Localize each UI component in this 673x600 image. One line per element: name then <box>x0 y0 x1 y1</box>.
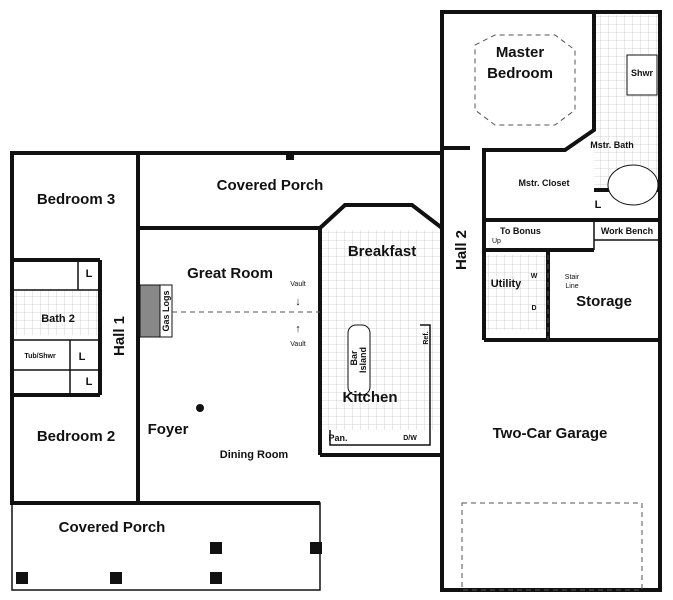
vault-arrow-up-icon: ↑ <box>295 323 301 335</box>
utility-tile-floor <box>486 255 546 330</box>
bar-label: Bar <box>349 350 359 366</box>
work-bench-label: Work Bench <box>601 226 653 236</box>
stairs-up-label: Up <box>492 238 501 245</box>
covered-porch-bottom-label: Covered Porch <box>59 519 166 536</box>
shower-label: Shwr <box>631 68 654 78</box>
island-label: Island <box>358 347 368 373</box>
tub-shower-label: Tub/Shwr <box>24 353 56 360</box>
shower <box>626 54 658 96</box>
linen-label-2: L <box>79 351 86 363</box>
breakfast-label: Breakfast <box>348 243 416 260</box>
washer-label: W <box>531 273 538 280</box>
kitchen-tile-floor <box>322 230 442 430</box>
bath2-tile-floor <box>14 290 98 335</box>
stair-line-label-1: Stair <box>565 274 580 281</box>
vault-label-bottom: Vault <box>290 341 305 348</box>
refrigerator-label: Ref. <box>423 331 430 344</box>
covered-porch-top-label: Covered Porch <box>217 177 324 194</box>
bedroom2-label: Bedroom 2 <box>37 428 115 445</box>
pantry-label: Pan. <box>328 433 347 443</box>
garage-label: Two-Car Garage <box>493 425 608 442</box>
kitchen-island <box>347 324 371 396</box>
master-bath-label: Mstr. Bath <box>590 140 634 150</box>
foyer-label: Foyer <box>148 421 189 438</box>
linen-closet-label: L <box>595 199 602 211</box>
fireplace <box>139 284 161 338</box>
master-bedroom-label: Master <box>496 44 545 61</box>
hall2-label: Hall 2 <box>453 230 470 270</box>
master-bath-tile-floor <box>594 15 658 190</box>
right-wing-walls <box>440 10 662 592</box>
dining-room-label: Dining Room <box>220 449 289 461</box>
bedroom3-label: Bedroom 3 <box>37 191 115 208</box>
bathtub <box>607 164 659 206</box>
dishwasher-label: D/W <box>403 435 417 442</box>
garage-door <box>461 502 643 591</box>
vault-label-top: Vault <box>290 281 305 288</box>
bottom-porch <box>11 502 321 591</box>
linen-label-3: L <box>86 376 93 388</box>
storage-label: Storage <box>576 293 632 310</box>
master-closet-label: Mstr. Closet <box>518 178 569 188</box>
gas-logs-label: Gas Logs <box>161 290 171 331</box>
linen-label-1: L <box>86 268 93 280</box>
great-room-label: Great Room <box>187 265 273 282</box>
bath2-label: Bath 2 <box>41 313 75 325</box>
kitchen-label: Kitchen <box>342 389 397 406</box>
master-bedroom-label-2: Bedroom <box>487 65 553 82</box>
to-bonus-label: To Bonus <box>500 226 541 236</box>
hall1-label: Hall 1 <box>111 316 128 356</box>
utility-label: Utility <box>491 278 522 290</box>
stair-line-label-2: Line <box>565 283 578 290</box>
vault-arrow-down-icon: ↓ <box>295 296 301 308</box>
dryer-label: D <box>531 305 536 312</box>
